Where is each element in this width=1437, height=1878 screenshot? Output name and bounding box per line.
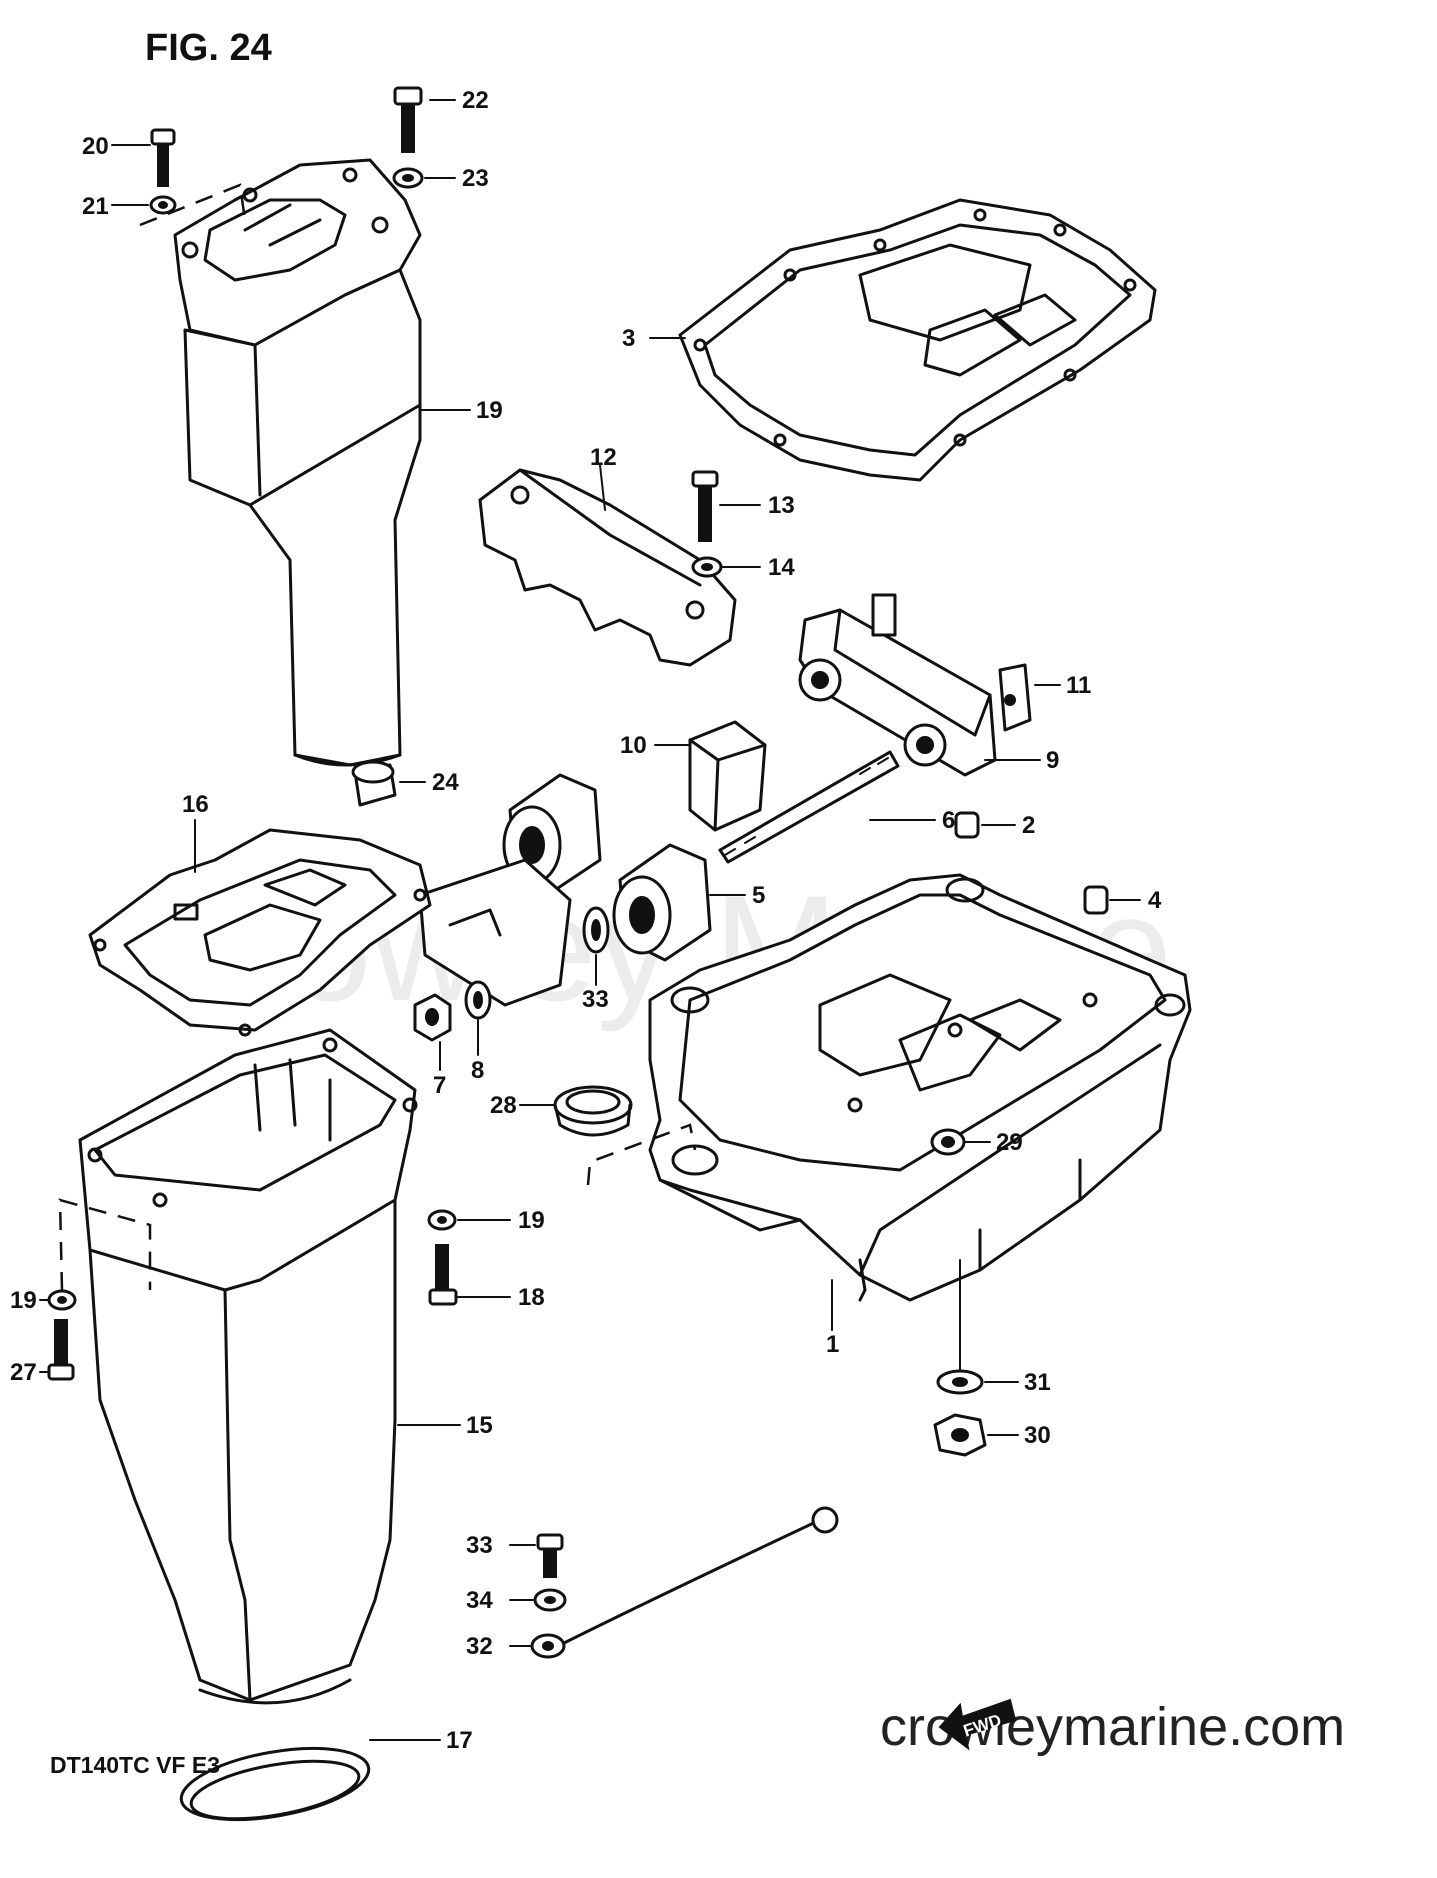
washer-30	[936, 1369, 984, 1395]
plug-28	[930, 1128, 966, 1156]
part-engine-holder-1	[648, 873, 1192, 1302]
collar-4	[1083, 885, 1109, 915]
washer-31	[582, 906, 610, 954]
part-driveshaft-housing-15	[78, 1028, 418, 1705]
assembly-guide-21	[139, 183, 247, 227]
callout-14: 14	[768, 554, 795, 581]
ground-wire-32	[530, 1506, 839, 1659]
callout-27: 28	[490, 1092, 517, 1119]
nut-7	[413, 993, 452, 1042]
callout-16: 16	[182, 791, 209, 818]
callout-31: 33	[582, 986, 609, 1013]
callout-6: 6	[942, 807, 955, 834]
washer-8	[464, 980, 492, 1020]
nut-29	[933, 1413, 987, 1457]
assembly-guide-27	[586, 1123, 697, 1186]
bolt-26	[47, 1319, 75, 1381]
washer-34	[533, 1588, 567, 1612]
callout-20: 19	[476, 397, 503, 424]
bolt-23	[393, 86, 423, 153]
callout-18: 18	[518, 1284, 545, 1311]
callout-2: 2	[1022, 812, 1035, 839]
nut-22	[149, 195, 177, 215]
figure-title: FIG. 24	[145, 27, 272, 69]
washer-24	[392, 167, 424, 189]
nut-19-left	[47, 1289, 77, 1311]
part-mount-bracket-9	[798, 593, 997, 777]
callout-7: 7	[433, 1072, 446, 1099]
assembly-guide-19	[58, 1198, 152, 1291]
callout-15: 15	[466, 1412, 493, 1439]
part-gasket-3	[678, 198, 1157, 482]
grommet-25	[351, 760, 397, 807]
callout-30: 31	[1024, 1369, 1051, 1396]
ring-17	[179, 1746, 371, 1822]
callout-10: 10	[620, 732, 647, 759]
callout-33: 33	[466, 1532, 493, 1559]
washer-14	[691, 556, 723, 578]
callout-28: 29	[996, 1129, 1023, 1156]
callout-24: 23	[462, 165, 489, 192]
callout-13: 13	[768, 492, 795, 519]
callout-9: 9	[1046, 747, 1059, 774]
cap-11	[998, 663, 1032, 732]
callout-1: 1	[826, 1331, 839, 1358]
part-gasket-16	[88, 828, 432, 1037]
model-code: DT140TC VF E3	[50, 1752, 220, 1778]
callout-3: 3	[622, 325, 635, 352]
callout-labels: 20 21 22 23 19 3 12 13 14 11 9 10 6 2 4 …	[10, 87, 1162, 1754]
callout-4: 4	[1148, 887, 1162, 914]
bolt-33	[536, 1533, 564, 1578]
block-10	[688, 720, 767, 832]
callout-22: 21	[82, 193, 109, 220]
collar-2	[954, 811, 980, 839]
callout-26: 27	[10, 1359, 37, 1386]
seal-27	[553, 1085, 633, 1137]
callout-25: 24	[432, 769, 459, 796]
rubber-mount-5	[612, 843, 712, 962]
bolt-13	[691, 470, 719, 542]
callout-21: 20	[82, 133, 109, 160]
callout-34: 34	[466, 1587, 493, 1614]
callout-8: 8	[471, 1057, 484, 1084]
bolt-21	[150, 128, 176, 187]
callout-19-right: 19	[518, 1207, 545, 1234]
stud-6	[718, 750, 900, 864]
part-exhaust-upper-tube	[173, 158, 422, 767]
plate	[418, 858, 572, 1007]
callout-32: 32	[466, 1633, 493, 1660]
callout-5: 5	[752, 882, 765, 909]
callout-23: 22	[462, 87, 489, 114]
callout-12: 12	[590, 444, 617, 471]
part-clamp-12	[478, 468, 737, 667]
callout-11: 11	[1066, 672, 1091, 699]
callout-19-left: 19	[10, 1287, 37, 1314]
bolt-18	[428, 1244, 458, 1306]
callout-29: 30	[1024, 1422, 1051, 1449]
leader-lines	[39, 99, 1141, 1741]
nut-19-right	[427, 1209, 457, 1231]
callout-17: 17	[446, 1727, 473, 1754]
